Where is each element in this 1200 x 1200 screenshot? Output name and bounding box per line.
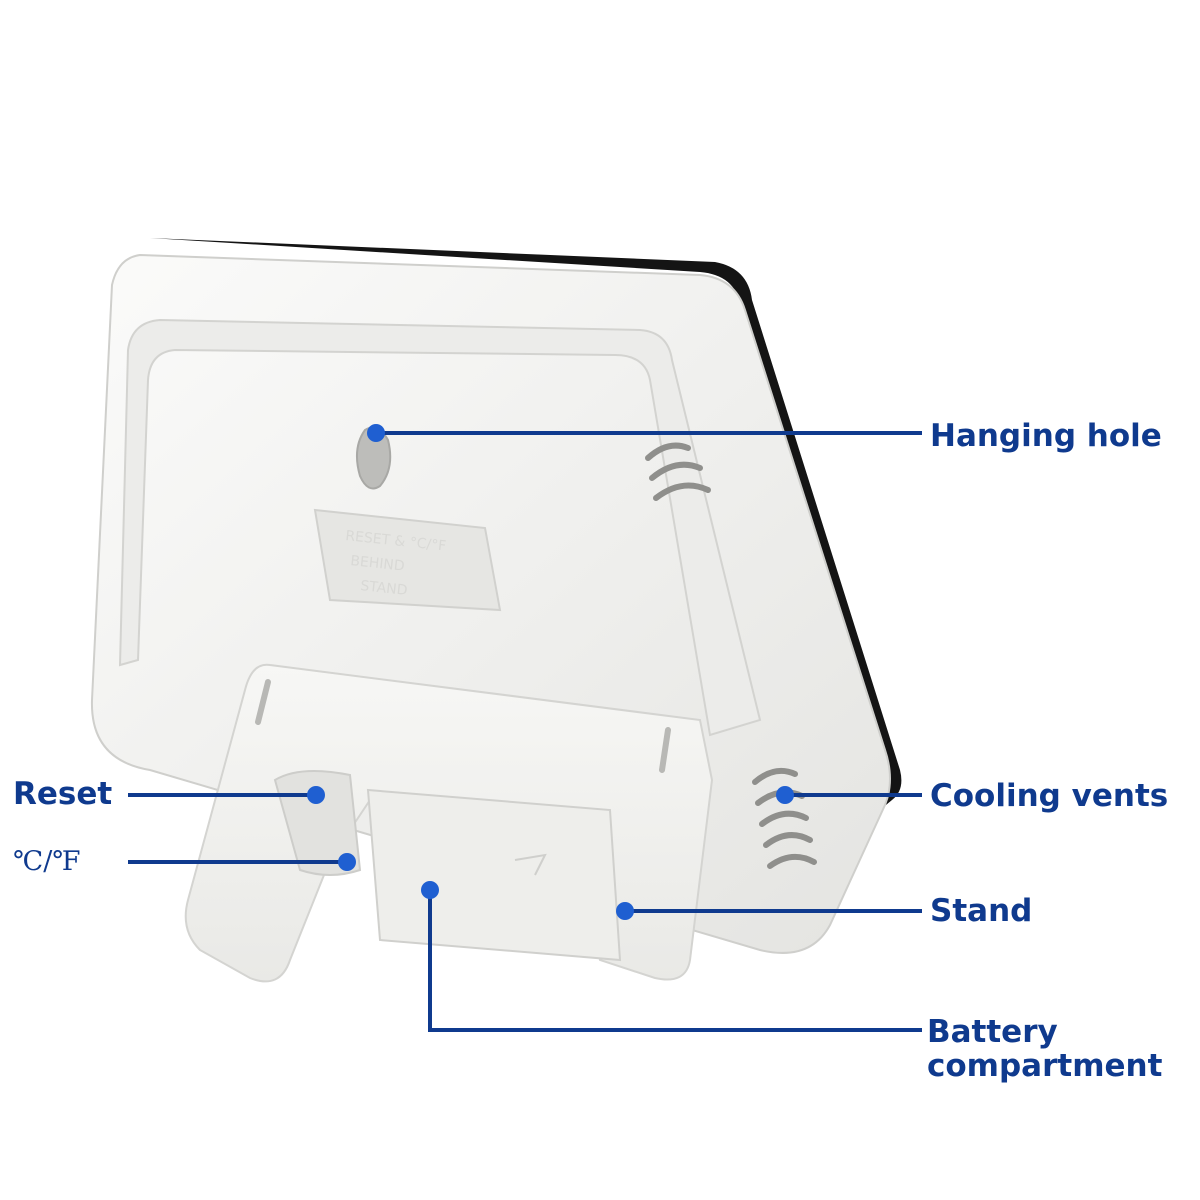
callout-reset: Reset xyxy=(13,776,113,812)
dot-battery xyxy=(421,881,439,899)
dot-hanging-hole xyxy=(367,424,385,442)
dot-stand xyxy=(616,902,634,920)
stand-slot-right xyxy=(659,727,671,773)
callout-stand: Stand xyxy=(930,893,1033,929)
back-panel-frame xyxy=(118,318,762,737)
callout-temp-unit: ℃/℉ xyxy=(13,846,81,877)
embossed-text-line-2: BEHIND xyxy=(350,553,406,575)
dot-temp-unit xyxy=(338,853,356,871)
dot-cooling-vents xyxy=(776,786,794,804)
callout-cooling-vents: Cooling vents xyxy=(930,778,1169,814)
embossed-plate xyxy=(313,508,502,612)
battery-arrow-icon xyxy=(514,853,547,876)
button-recess xyxy=(273,770,362,876)
stand-slot-left xyxy=(255,679,271,725)
callout-dots xyxy=(307,424,794,920)
stand xyxy=(184,663,714,983)
leader-battery xyxy=(428,890,922,1032)
battery-cover xyxy=(366,788,622,962)
callout-battery-line-2: compartment xyxy=(927,1048,1163,1084)
callout-hanging-hole: Hanging hole xyxy=(930,418,1162,454)
callout-lines xyxy=(128,431,922,1032)
dot-reset xyxy=(307,786,325,804)
upper-vents xyxy=(645,442,711,501)
callout-battery-compartment: Battery compartment xyxy=(927,1015,1162,1083)
embossed-text-line-3: STAND xyxy=(360,578,409,599)
callout-battery-line-1: Battery xyxy=(927,1014,1058,1050)
